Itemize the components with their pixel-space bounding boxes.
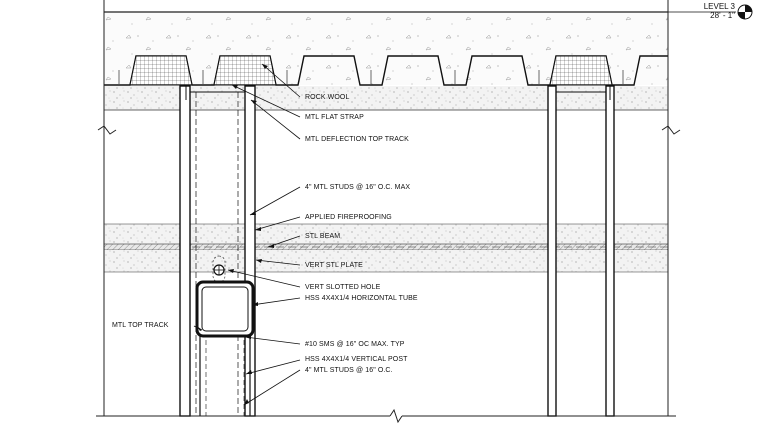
hss-horizontal-tube	[195, 280, 255, 338]
callout-mtl-top-track: MTL TOP TRACK	[112, 322, 169, 329]
deck-fasteners	[118, 70, 624, 84]
callout-vert-stl-plate: VERT STL PLATE	[305, 262, 363, 269]
leader-lines	[193, 63, 301, 406]
callout-mtl-flat-strap: MTL FLAT STRAP	[305, 114, 364, 121]
callout-mtl-studs: 4" MTL STUDS @ 16" O.C.	[305, 367, 393, 374]
vertical-slotted-hole	[212, 255, 226, 283]
hss-vertical-post	[199, 336, 251, 416]
rock-wool-fill	[129, 55, 613, 86]
leader-arrowheads	[197, 64, 274, 405]
callout-rock-wool: ROCK WOOL	[305, 94, 349, 101]
callout-hss-horizontal-tube: HSS 4X4X1/4 HORIZONTAL TUBE	[305, 295, 418, 302]
callout-mtl-studs-max: 4" MTL STUDS @ 16" O.C. MAX	[305, 184, 410, 191]
callout-vert-slotted-hole: VERT SLOTTED HOLE	[305, 284, 381, 291]
drawing-extent-lines	[96, 0, 681, 424]
level-marker: LEVEL 3 28' - 1"	[668, 2, 753, 20]
callout-labels: ROCK WOOL MTL FLAT STRAP MTL DEFLECTION …	[112, 94, 418, 374]
top-fireproofing-band	[104, 86, 668, 111]
callout-mtl-deflection-top-track: MTL DEFLECTION TOP TRACK	[305, 136, 409, 143]
callout-sms: #10 SMS @ 16" OC MAX. TYP	[305, 341, 405, 348]
callout-hss-vertical-post: HSS 4X4X1/4 VERTICAL POST	[305, 356, 408, 363]
level-name: LEVEL 3	[704, 2, 736, 11]
callout-stl-beam: STL BEAM	[305, 233, 340, 240]
callout-applied-fireproofing: APPLIED FIREPROOFING	[305, 214, 392, 221]
level-elevation: 28' - 1"	[710, 11, 735, 20]
